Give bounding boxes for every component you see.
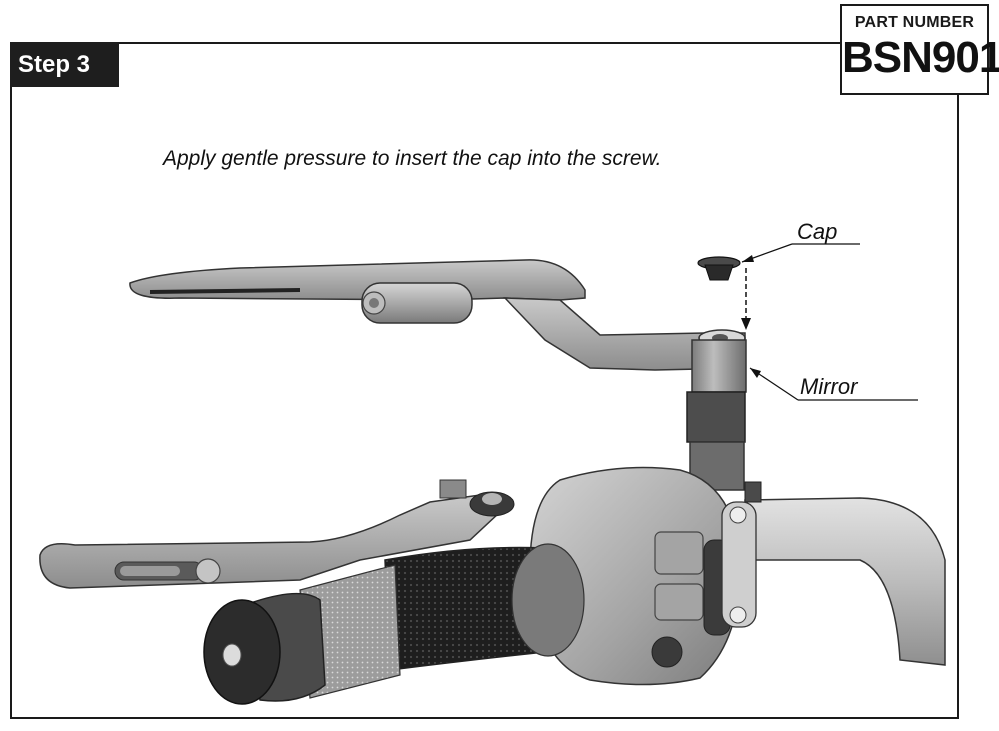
handlebar [744, 497, 946, 666]
mirror-leader [749, 367, 918, 401]
switch-housing [529, 466, 757, 686]
insert-arrow [741, 268, 751, 330]
cap-leader [741, 243, 860, 263]
instruction-text: Apply gentle pressure to insert the cap … [163, 147, 662, 170]
mirror-head [129, 259, 586, 324]
clutch-lever [39, 479, 515, 589]
step-label: Step 3 [10, 42, 119, 87]
mirror-callout-label: Mirror [800, 374, 858, 399]
part-number-label: PART NUMBER [854, 14, 975, 31]
mirror-post [686, 339, 762, 503]
part-number-value: BSN901 [842, 33, 999, 82]
cap-part [697, 256, 741, 281]
part-number-box: PART NUMBER BSN901 [840, 4, 999, 95]
step-label-text: Step 3 [18, 50, 91, 78]
cap-callout-label: Cap [797, 219, 838, 244]
hand-grip [203, 543, 585, 705]
